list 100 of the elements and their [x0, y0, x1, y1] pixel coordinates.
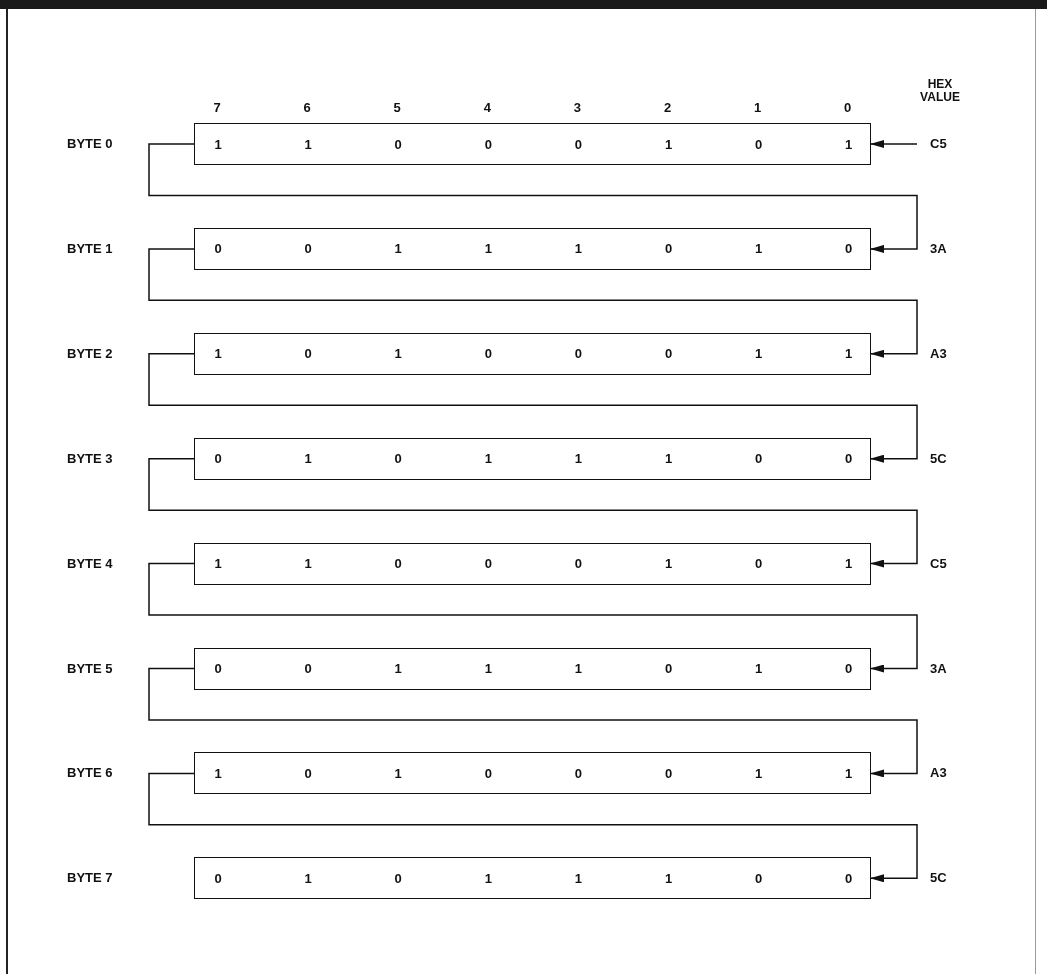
bit-value: 1	[304, 450, 312, 466]
arrow	[148, 562, 918, 673]
bit-value: 0	[484, 136, 492, 151]
bit-value: 1	[304, 136, 312, 151]
bit-value: 0	[664, 660, 673, 676]
register-box	[194, 542, 871, 585]
bit-value: 1	[755, 345, 763, 361]
bit-value: 1	[845, 555, 853, 571]
hex-value: A3	[930, 345, 947, 361]
bit-value: 1	[845, 345, 853, 361]
byte-label: BYTE 3	[67, 450, 113, 466]
hex-value: A3	[930, 765, 947, 781]
bit-value: 1	[755, 660, 763, 676]
bit-value: 0	[845, 870, 853, 886]
arrow	[148, 353, 918, 463]
byte-label: BYTE 6	[67, 765, 113, 781]
bit-value: 0	[755, 555, 763, 571]
bit-number: 7	[213, 100, 221, 115]
bit-value: 1	[214, 765, 222, 781]
bit-value: 0	[845, 450, 853, 466]
register-box	[194, 437, 871, 480]
register-box	[194, 227, 871, 270]
bit-value: 0	[394, 555, 402, 571]
bit-value: 0	[755, 870, 763, 886]
bit-value: 0	[214, 660, 222, 676]
bit-value: 1	[394, 765, 402, 781]
bit-number: 4	[483, 100, 491, 115]
bit-number: 3	[573, 100, 581, 115]
bit-value: 1	[484, 870, 492, 886]
bit-value: 1	[664, 450, 673, 466]
bit-value: 0	[484, 765, 492, 781]
hex-value: C5	[930, 136, 947, 151]
bit-value: 1	[574, 240, 582, 256]
hex-value: C5	[930, 555, 947, 571]
bit-value: 1	[304, 555, 312, 571]
bit-value: 1	[214, 345, 222, 361]
bit-value: 0	[304, 765, 312, 781]
bit-value: 1	[845, 136, 853, 151]
bit-value: 0	[664, 345, 673, 361]
register-box	[194, 857, 871, 900]
bit-value: 1	[394, 345, 402, 361]
bit-number: 2	[663, 100, 672, 115]
byte-label: BYTE 2	[67, 345, 113, 361]
bit-value: 1	[574, 660, 582, 676]
bit-value: 0	[845, 660, 853, 676]
byte-label: BYTE 1	[67, 240, 113, 256]
bit-value: 0	[304, 345, 312, 361]
register-box	[194, 647, 871, 690]
bit-number: 5	[393, 100, 401, 115]
bit-value: 1	[845, 765, 853, 781]
bit-value: 1	[214, 136, 222, 151]
bit-value: 0	[214, 240, 222, 256]
bit-value: 0	[304, 240, 312, 256]
arrow	[870, 140, 918, 148]
bit-value: 1	[755, 240, 763, 256]
arrow	[148, 248, 918, 358]
bit-value: 0	[394, 870, 402, 886]
bit-value: 0	[574, 765, 582, 781]
hex-value: 5C	[930, 870, 947, 886]
bit-value: 1	[214, 555, 222, 571]
bit-value: 1	[394, 240, 402, 256]
hex-value: 3A	[930, 240, 947, 256]
bit-value: 0	[845, 240, 853, 256]
bit-value: 0	[484, 555, 492, 571]
bit-value: 0	[394, 136, 402, 151]
register-box	[194, 752, 871, 795]
bit-value: 1	[664, 870, 673, 886]
bit-value: 0	[574, 345, 582, 361]
arrow	[148, 143, 918, 253]
bit-value: 0	[574, 555, 582, 571]
byte-label: BYTE 4	[67, 555, 113, 571]
bit-value: 1	[484, 450, 492, 466]
bit-value: 1	[755, 765, 763, 781]
column-header: HEX VALUE	[919, 78, 961, 104]
bit-number: 1	[754, 100, 762, 115]
register-box	[194, 332, 871, 375]
bit-value: 1	[394, 660, 402, 676]
bit-value: 0	[664, 240, 673, 256]
bit-value: 0	[664, 765, 673, 781]
bit-value: 1	[664, 136, 673, 151]
hex-value: 5C	[930, 450, 947, 466]
bit-value: 0	[214, 870, 222, 886]
bit-value: 1	[484, 240, 492, 256]
bit-value: 0	[755, 136, 763, 151]
bit-number: 0	[844, 100, 852, 115]
bit-value: 1	[484, 660, 492, 676]
bit-value: 1	[304, 870, 312, 886]
bit-value: 1	[574, 870, 582, 886]
arrow	[148, 457, 918, 568]
bit-value: 1	[574, 450, 582, 466]
bit-value: 0	[484, 345, 492, 361]
byte-label: BYTE 5	[67, 660, 113, 676]
bit-value: 0	[214, 450, 222, 466]
bit-value: 1	[664, 555, 673, 571]
bit-value: 0	[574, 136, 582, 151]
bit-value: 0	[394, 450, 402, 466]
bit-number: 6	[303, 100, 311, 115]
arrow	[148, 667, 918, 778]
byte-label: BYTE 0	[67, 136, 113, 151]
arrow	[148, 772, 918, 883]
